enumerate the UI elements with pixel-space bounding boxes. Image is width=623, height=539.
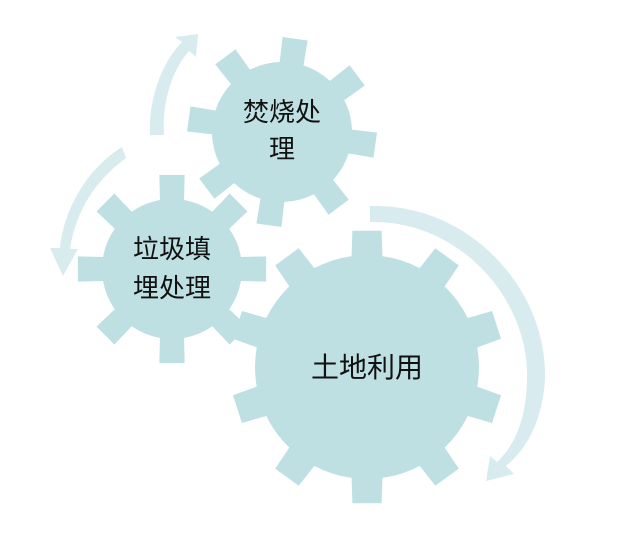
arrow-to-landfill xyxy=(50,147,126,276)
gears xyxy=(77,37,502,504)
arrow-to-land-use xyxy=(370,205,546,481)
gear-label-incineration: 焚烧处 理 xyxy=(243,98,321,165)
gear-label-land-use-line-1: 土地利用 xyxy=(311,351,423,384)
gear-label-landfill-line-2: 埋处理 xyxy=(133,274,211,304)
gear-incineration xyxy=(187,37,377,227)
gear-label-land-use: 土地利用 xyxy=(311,351,423,384)
gear-land-use xyxy=(232,230,502,504)
gear-label-incineration-line-2: 理 xyxy=(269,135,295,165)
gear-label-incineration-line-1: 焚烧处 xyxy=(243,98,321,128)
gear-label-landfill-line-1: 垃圾填 xyxy=(133,235,211,265)
gear-landfill xyxy=(77,174,267,364)
gear-label-landfill: 垃圾填 埋处理 xyxy=(133,235,211,304)
cycle-arrows xyxy=(50,34,546,481)
arrow-to-incineration xyxy=(149,34,198,135)
